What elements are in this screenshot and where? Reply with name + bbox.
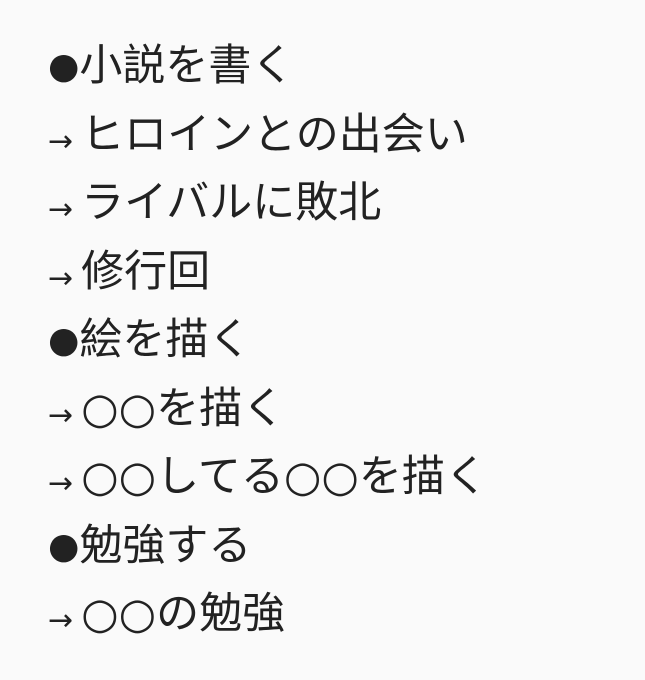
list-item: ●絵を描く [48,306,488,375]
arrow-right-icon: → [48,192,74,227]
arrow-right-icon: → [48,260,74,296]
arrow-right-icon: → [48,603,74,638]
arrow-right-icon: → [48,466,74,501]
list-item: →○○を描く [48,375,488,444]
list-item: →○○してる○○を描く [48,443,488,512]
item-text: 小説を書く [79,41,295,91]
list-item: ●勉強する [48,512,488,581]
list-item: ●小説を書く [48,32,488,101]
bullet-icon: ● [48,320,80,361]
item-text: ○○してる○○を描く [81,452,488,502]
item-text: 修行回 [81,246,211,297]
bullet-icon: ● [48,46,80,87]
list-item: →ライバルに敗北 [48,169,488,238]
list-item: →○○の勉強 [48,580,488,649]
list-item: →ヒロインとの出会い [48,101,488,170]
item-text: ライバルに敗北 [81,178,382,228]
item-text: ○○の勉強 [81,589,286,639]
bullet-icon: ● [48,525,80,567]
arrow-right-icon: → [48,123,74,159]
item-text: ヒロインとの出会い [81,109,468,160]
item-text: 勉強する [79,520,252,571]
item-text: ○○を描く [81,383,286,434]
arrow-right-icon: → [48,397,74,433]
item-text: 絵を描く [79,315,252,365]
list-item: →修行回 [48,238,488,307]
todo-list: ●小説を書く →ヒロインとの出会い →ライバルに敗北 →修行回 ●絵を描く →○… [48,32,488,649]
